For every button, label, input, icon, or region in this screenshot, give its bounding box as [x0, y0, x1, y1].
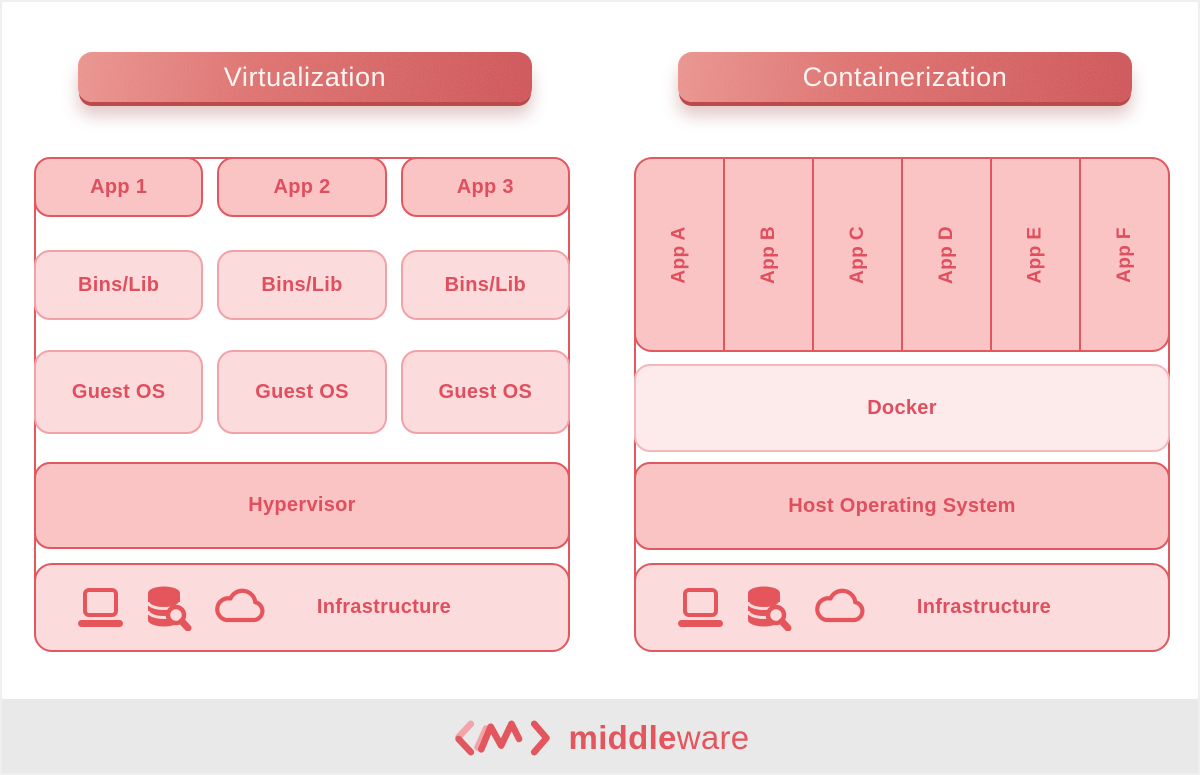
- brand-wordmark: middleware: [569, 719, 750, 757]
- cloud-icon: [215, 588, 265, 622]
- brand-text-middle: middle: [568, 719, 677, 756]
- virtualization-title: Virtualization: [223, 61, 387, 92]
- containerization-panel: App A App B App C App D App E App F Dock…: [634, 157, 1170, 652]
- container-app-label: App F: [1113, 226, 1135, 283]
- virtualization-header: Virtualization: [78, 52, 532, 102]
- database-search-icon: [146, 586, 192, 631]
- bins-lib-row: Bins/Lib Bins/Lib Bins/Lib: [34, 250, 570, 320]
- container-app-column: App D: [903, 159, 992, 350]
- infrastructure-label: Infrastructure: [916, 596, 1052, 618]
- infrastructure-label: Infrastructure: [316, 596, 452, 618]
- bins-lib-box: Bins/Lib: [400, 250, 570, 320]
- infrastructure-box: Infrastructure: [34, 563, 570, 652]
- container-app-label: App C: [846, 225, 868, 284]
- infrastructure-box: Infrastructure: [634, 563, 1170, 652]
- virtualization-panel: App 1 App 2 App 3 Bins/Lib Bins/Lib Bins…: [34, 157, 570, 652]
- container-app-column: App F: [1081, 159, 1168, 350]
- bins-lib-box: Bins/Lib: [34, 250, 204, 320]
- infrastructure-icons: [676, 585, 868, 631]
- texture-overlay: [78, 52, 532, 102]
- app-box: App 3: [400, 157, 570, 217]
- containerization-title: Containerization: [802, 61, 1008, 92]
- apps-row: App 1 App 2 App 3: [34, 157, 570, 217]
- code-chevrons-wave-icon: [454, 720, 550, 756]
- app-box: App 2: [217, 157, 387, 217]
- cloud-icon: [815, 588, 865, 622]
- footer-brand-bar: middleware: [2, 699, 1198, 773]
- container-app-column: App C: [814, 159, 903, 350]
- host-os-box: Host Operating System: [634, 462, 1170, 550]
- containerization-header: Containerization: [678, 52, 1132, 102]
- container-app-label: App D: [935, 225, 957, 284]
- infrastructure-icons: [76, 585, 268, 631]
- container-app-label: App E: [1024, 226, 1046, 283]
- guest-os-row: Guest OS Guest OS Guest OS: [34, 350, 570, 434]
- laptop-icon: [678, 587, 723, 627]
- container-app-column: App A: [636, 159, 725, 350]
- container-apps-block: App A App B App C App D App E App F: [634, 157, 1170, 352]
- guest-os-box: Guest OS: [217, 350, 387, 434]
- database-search-icon: [746, 586, 792, 631]
- laptop-icon: [78, 587, 123, 627]
- container-app-label: App B: [757, 225, 779, 284]
- container-app-column: App B: [725, 159, 814, 350]
- hypervisor-box: Hypervisor: [34, 462, 570, 549]
- container-app-column: App E: [992, 159, 1081, 350]
- brand-text-ware: ware: [676, 719, 750, 756]
- bins-lib-box: Bins/Lib: [217, 250, 387, 320]
- docker-box: Docker: [634, 364, 1170, 452]
- app-box: App 1: [34, 157, 204, 217]
- container-app-label: App A: [668, 225, 690, 284]
- texture-overlay: [678, 52, 1132, 102]
- guest-os-box: Guest OS: [400, 350, 570, 434]
- guest-os-box: Guest OS: [34, 350, 204, 434]
